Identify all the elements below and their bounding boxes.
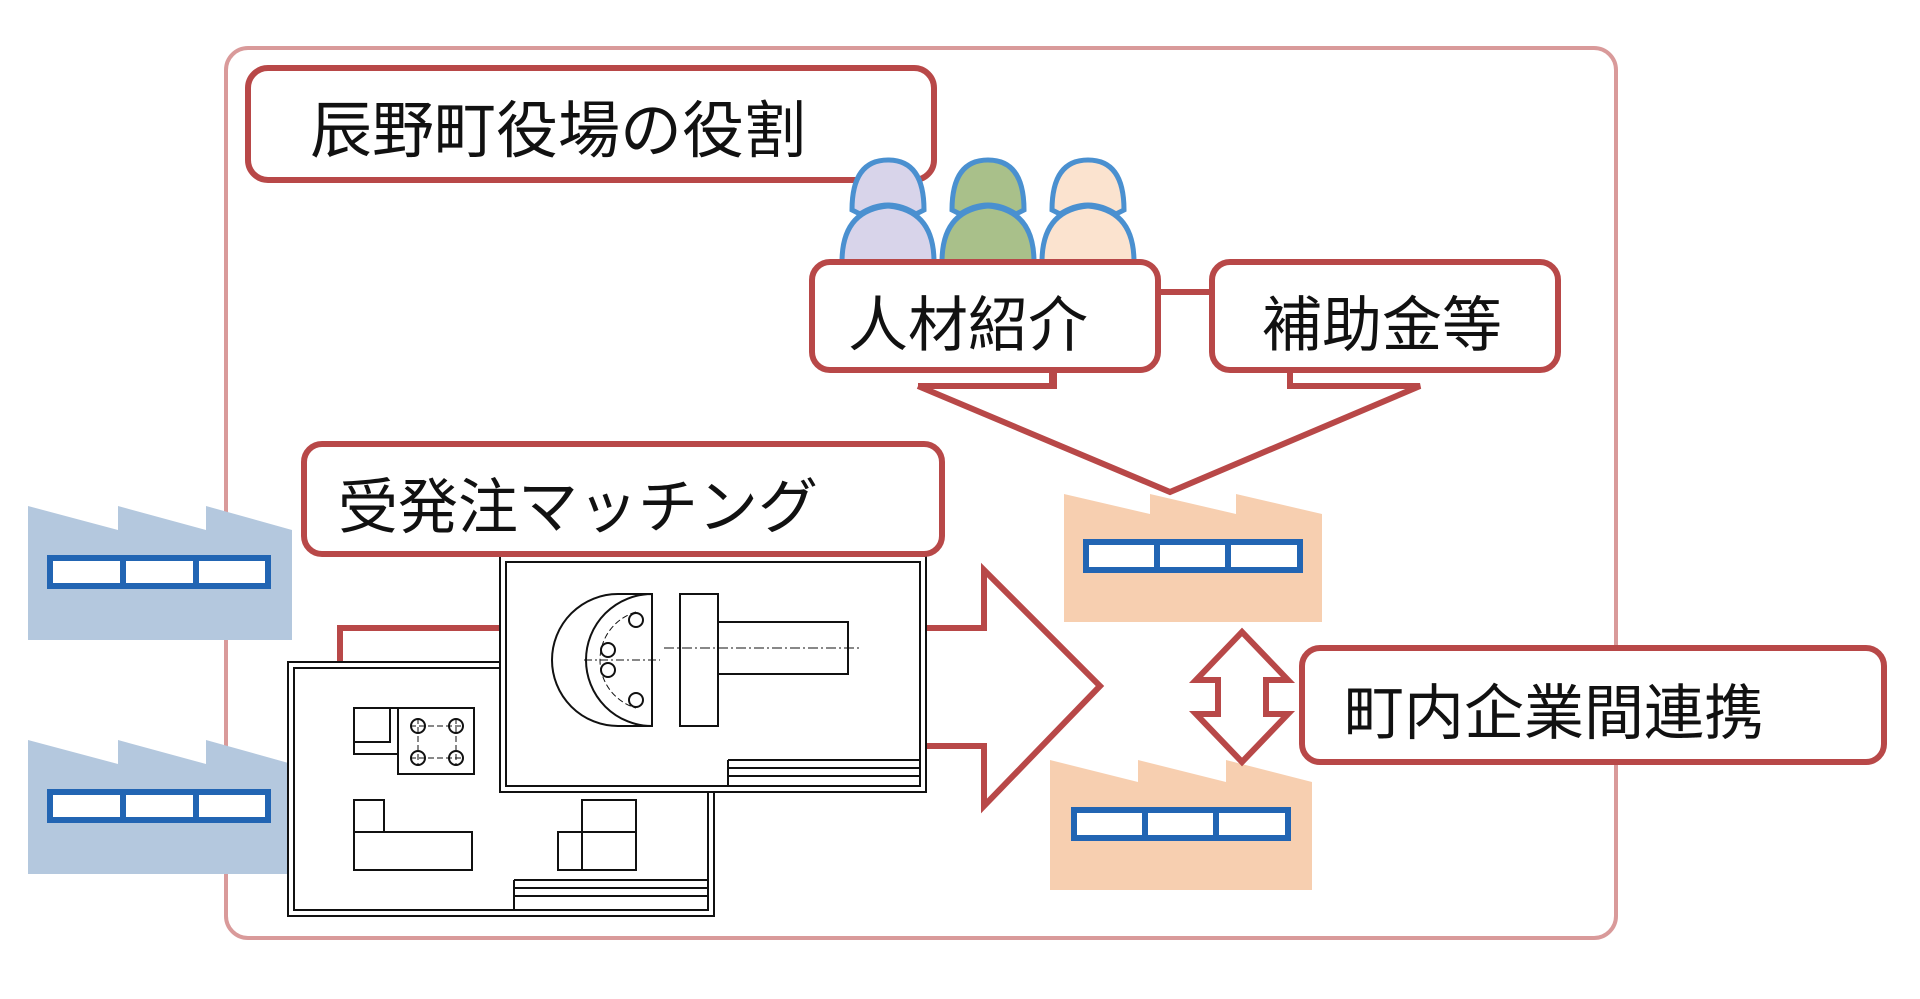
factory-icon bbox=[28, 506, 292, 640]
factory-icon bbox=[1064, 494, 1322, 622]
factory-icon bbox=[28, 740, 292, 874]
title-text: 辰野町役場の役割 bbox=[310, 94, 806, 167]
factory-icon bbox=[1050, 760, 1312, 890]
renkei-box: 町内企業間連携 bbox=[1299, 645, 1887, 765]
person-icon bbox=[939, 157, 1037, 265]
renkei-label: 町内企業間連携 bbox=[1344, 679, 1764, 749]
merge-arrow-outline bbox=[918, 372, 1420, 389]
matching-box: 受発注マッチング bbox=[301, 441, 945, 557]
hojokin-box: 補助金等 bbox=[1209, 259, 1561, 373]
title-box: 辰野町役場の役割 bbox=[245, 65, 937, 183]
matching-label: 受発注マッチング bbox=[338, 473, 818, 543]
people-icon bbox=[839, 157, 1137, 265]
person-icon bbox=[839, 157, 937, 265]
hojokin-label: 補助金等 bbox=[1262, 291, 1502, 361]
jinzai-label: 人材紹介 bbox=[848, 291, 1088, 361]
double-arrow-icon bbox=[1188, 627, 1296, 767]
jinzai-box: 人材紹介 bbox=[809, 259, 1161, 373]
person-icon bbox=[1039, 157, 1137, 265]
technical-drawing-icon bbox=[499, 555, 927, 793]
